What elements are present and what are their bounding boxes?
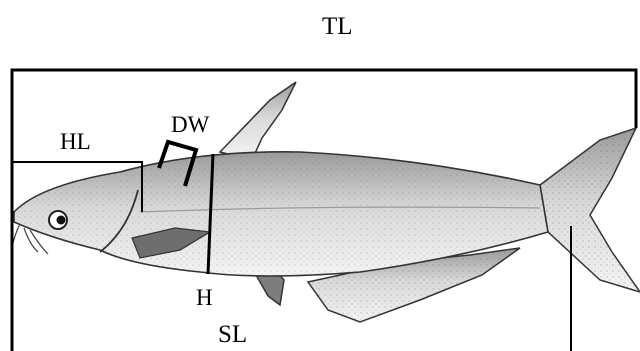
dorsal-width-label: DW (171, 113, 209, 136)
height-label: H (196, 286, 213, 309)
head-length-label: HL (60, 130, 91, 153)
standard-length-label: SL (218, 322, 247, 347)
fish-illustration (12, 82, 640, 322)
dorsal-fin (220, 82, 296, 160)
total-length-label: TL (322, 14, 353, 39)
